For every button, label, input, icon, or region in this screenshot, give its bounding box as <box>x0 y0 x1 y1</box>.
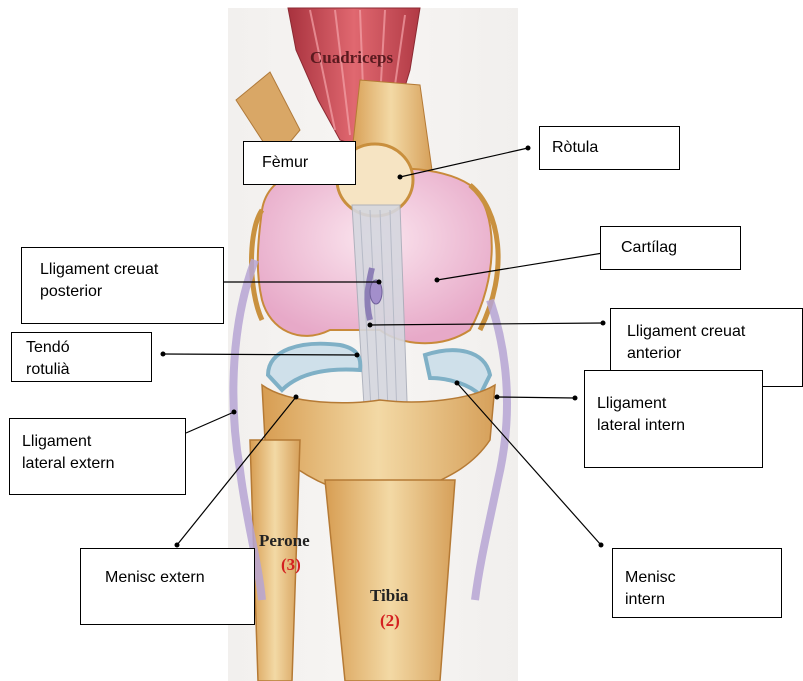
label-lli-line2: lateral intern <box>597 415 750 437</box>
label-menisc-intern-line1: Menisc <box>625 567 769 589</box>
label-tendo-line2: rotulià <box>26 359 137 381</box>
label-lcp-line2: posterior <box>40 281 205 303</box>
label-cartilag: Cartílag <box>600 226 741 270</box>
label-lca-line1: Lligament creuat <box>627 321 786 343</box>
label-medial-meniscus: Menisc intern <box>612 548 782 618</box>
label-menisc-extern-text: Menisc extern <box>105 569 205 586</box>
label-femur-text: Fèmur <box>262 154 308 171</box>
label-cartilag-text: Cartílag <box>621 239 677 256</box>
label-medial-collateral: Lligament lateral intern <box>584 370 763 468</box>
label-femur: Fèmur <box>243 141 356 185</box>
label-lateral-collateral: Lligament lateral extern <box>9 418 186 495</box>
label-lcp-line1: Lligament creuat <box>40 259 205 281</box>
label-rotula: Ròtula <box>539 126 680 170</box>
label-lle-line1: Lligament <box>22 431 173 453</box>
label-patellar-tendon: Tendó rotulià <box>11 332 152 382</box>
label-rotula-text: Ròtula <box>552 139 598 156</box>
label-tendo-line1: Tendó <box>26 337 137 359</box>
tibia-text: Tibia <box>370 586 409 605</box>
label-posterior-cruciate: Lligament creuat posterior <box>21 247 224 324</box>
tibia-shaft <box>325 480 455 681</box>
tibia-number: (2) <box>380 611 400 630</box>
fibula-text: Perone <box>259 531 310 550</box>
quadriceps-text: Cuadriceps <box>310 48 394 67</box>
label-lateral-meniscus: Menisc extern <box>80 548 255 625</box>
fibula-number: (3) <box>281 555 301 574</box>
leader-lle <box>186 412 234 433</box>
label-lle-line2: lateral extern <box>22 453 173 475</box>
label-menisc-intern-line2: intern <box>625 589 769 611</box>
label-lca-line2: anterior <box>627 343 786 365</box>
label-lli-line1: Lligament <box>597 393 750 415</box>
